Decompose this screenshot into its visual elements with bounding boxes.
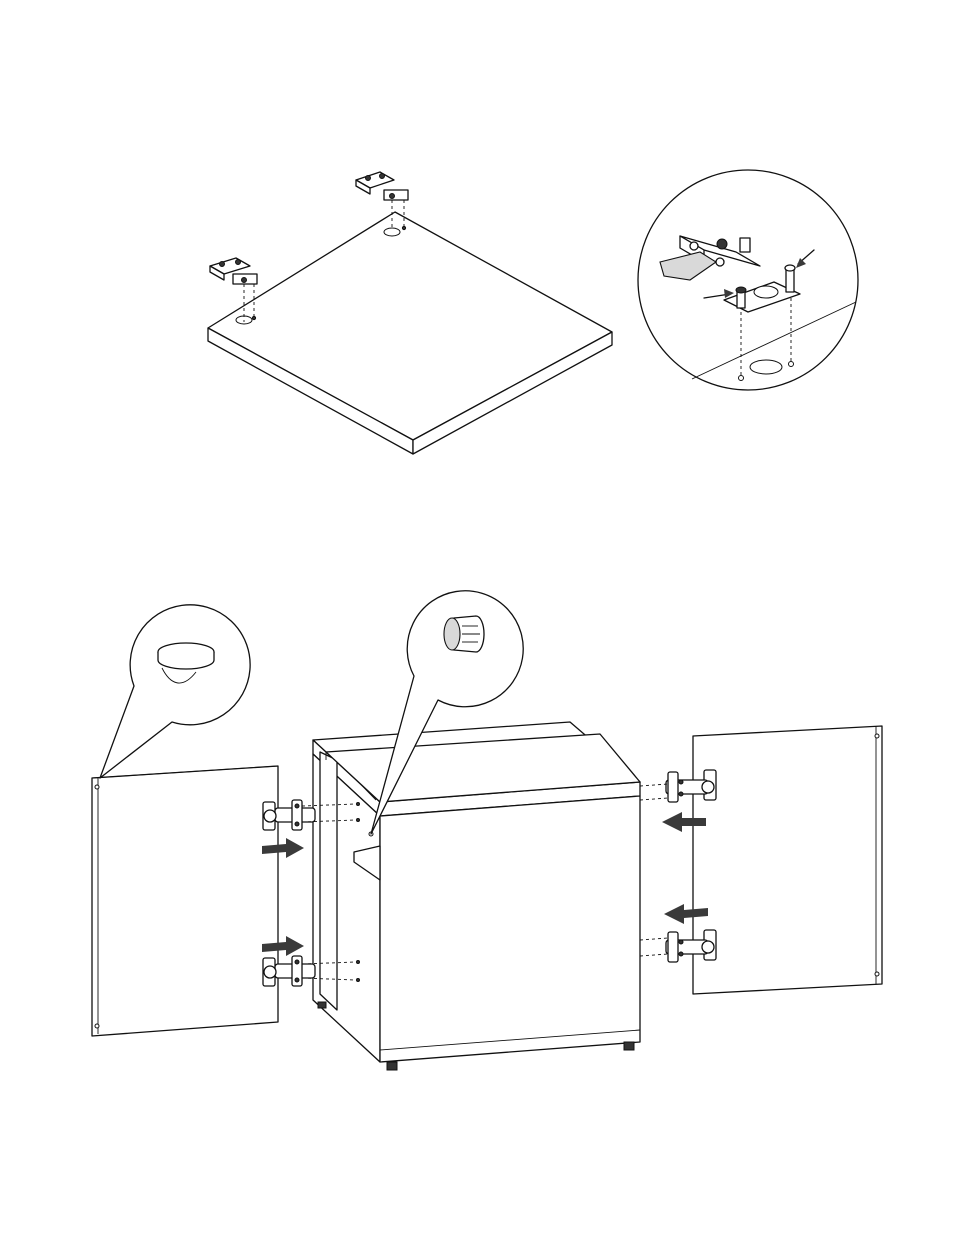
top-panel xyxy=(208,212,612,454)
zoom-circle-hinge-plate xyxy=(638,170,858,390)
door-right xyxy=(693,726,882,994)
hinge-right-lower xyxy=(640,930,716,962)
zoom-circle-bumper-pad xyxy=(100,605,250,778)
cabinet-body xyxy=(313,722,640,1070)
cup-hole-right xyxy=(384,228,400,236)
door-left xyxy=(92,766,278,1036)
hinge-right-upper xyxy=(640,770,716,802)
